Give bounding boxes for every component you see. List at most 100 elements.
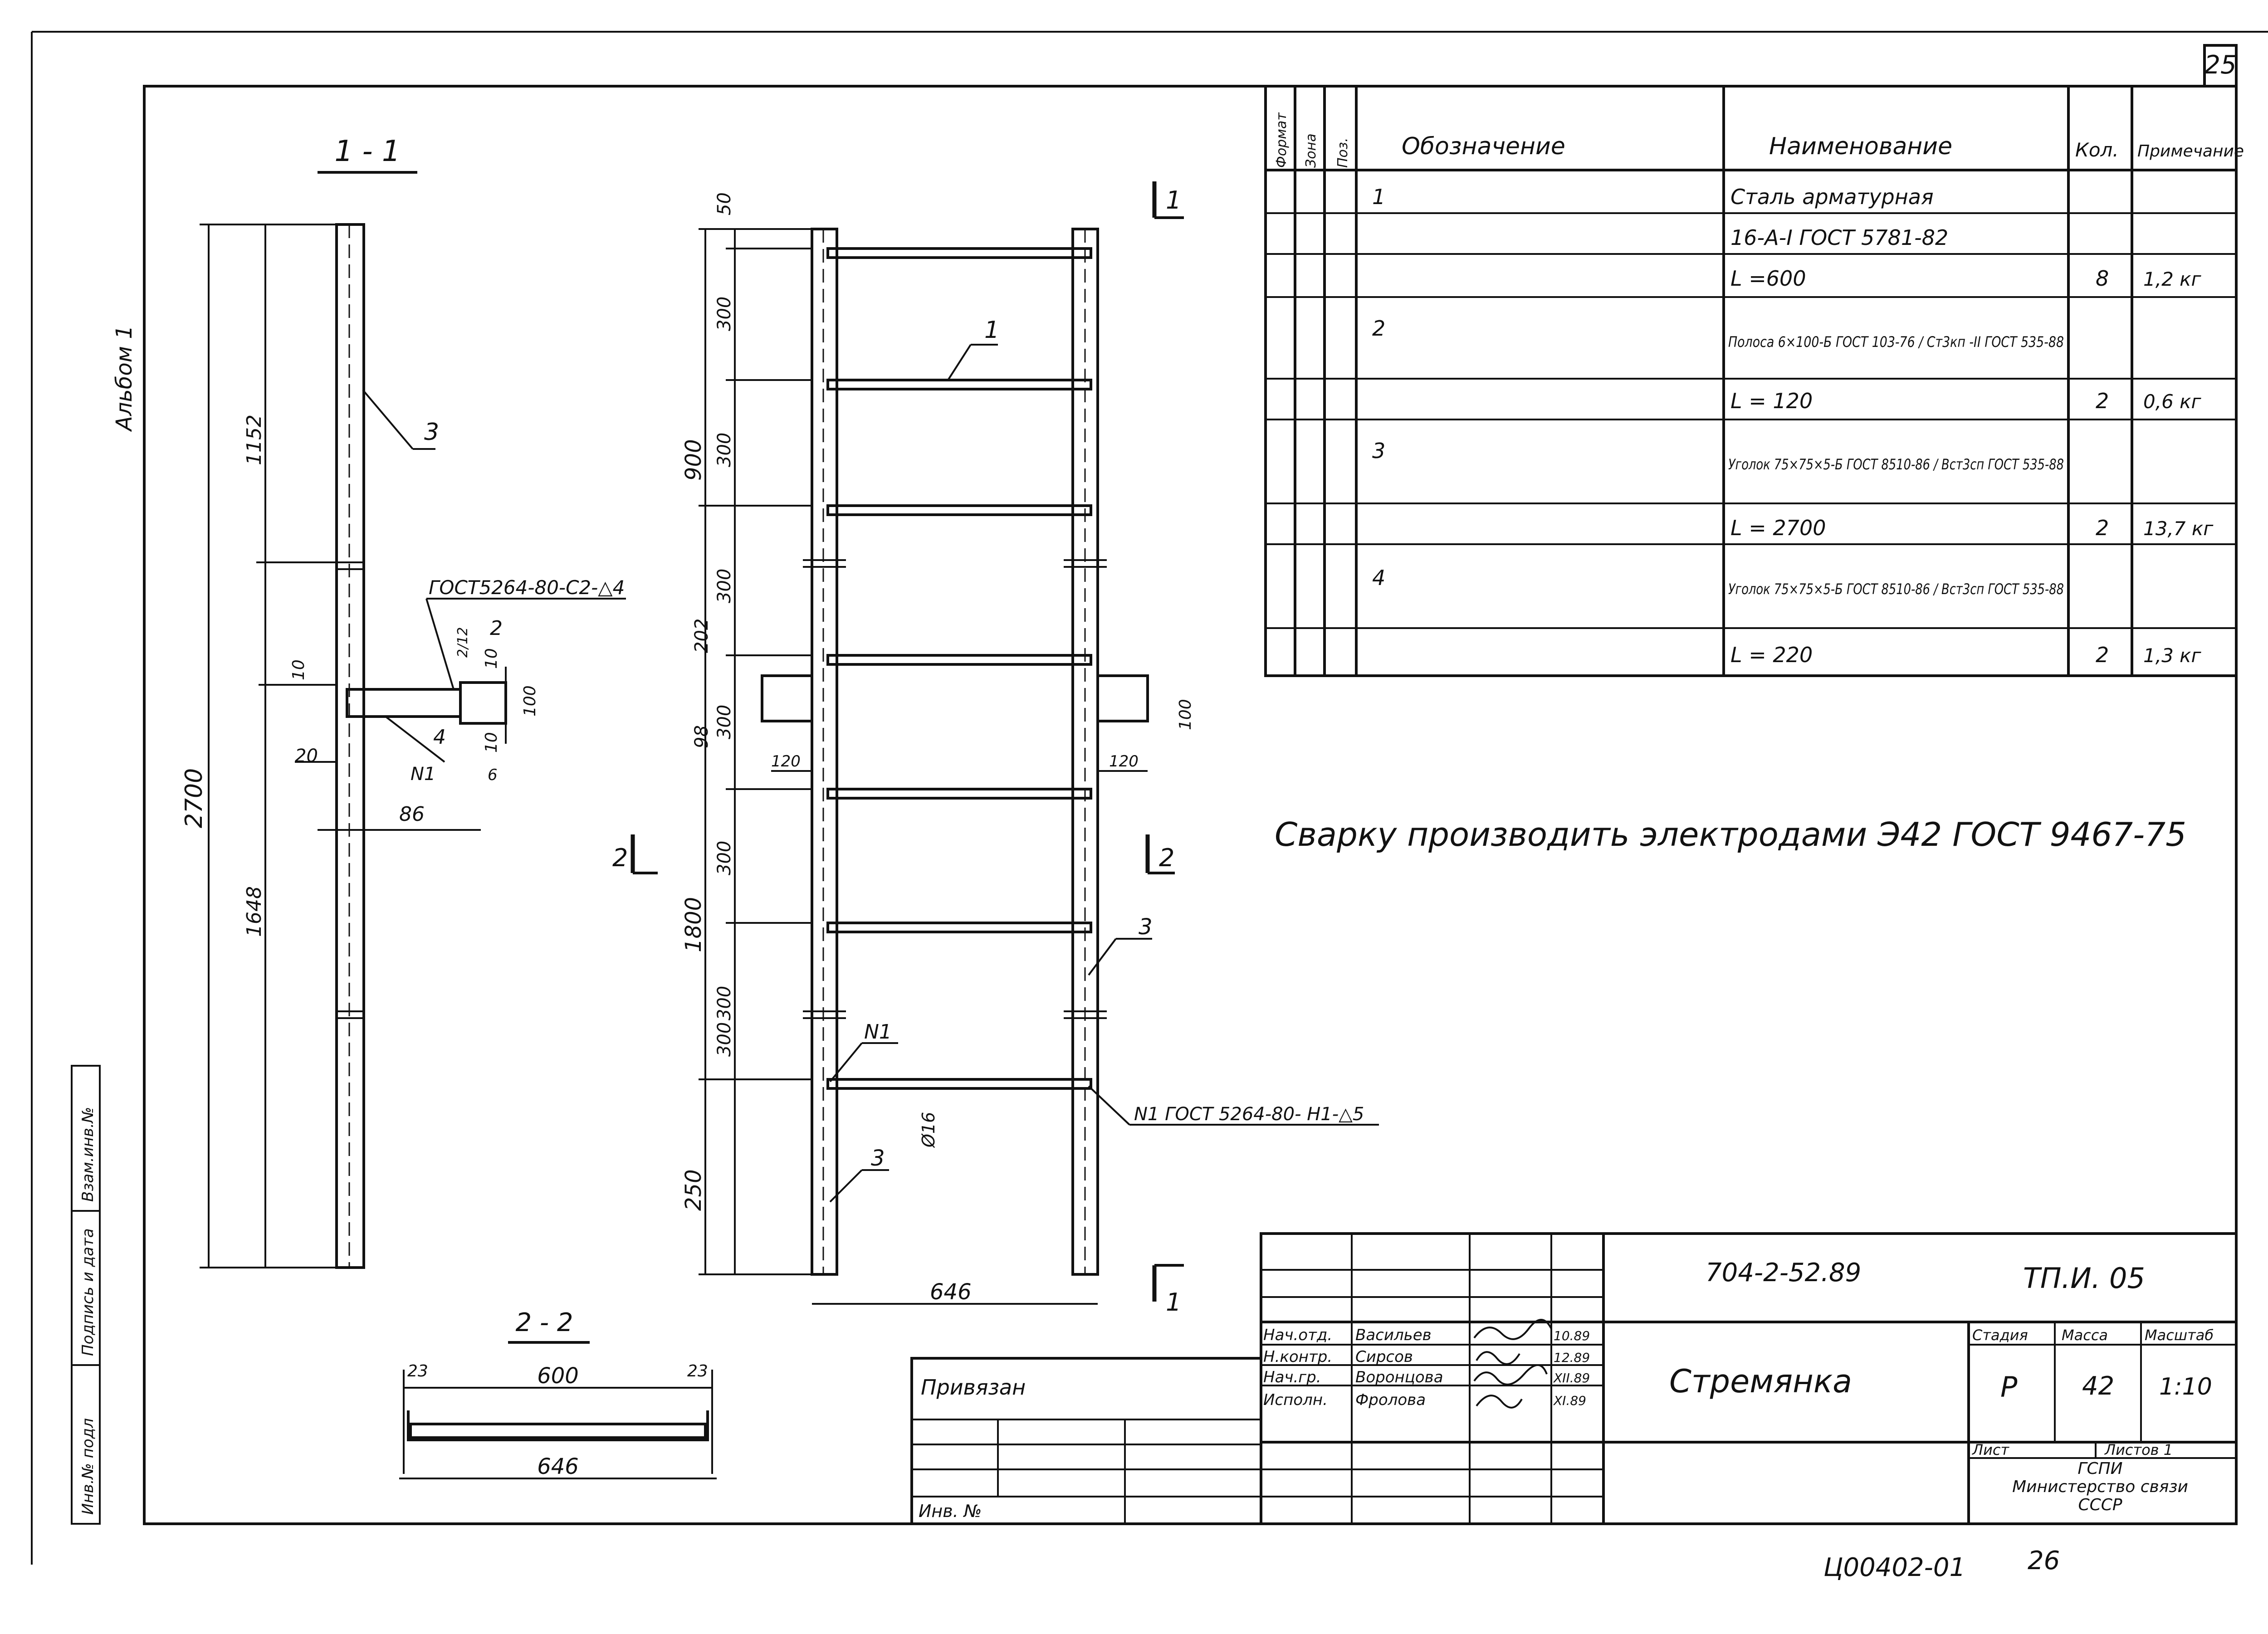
spec-name-8: Уголок 75×75×5-Б ГОСТ 8510-86 / Вст3сп Г…	[1728, 580, 2064, 598]
spec-pos-4: 2	[1372, 316, 1385, 341]
dim-900: 900	[681, 439, 706, 481]
inv-original-label: Инв.№ подл	[79, 1418, 97, 1515]
product-name: Стремянка	[1669, 1363, 1852, 1400]
dim-50: 50	[714, 192, 735, 215]
inv-number-label: Инв. №	[919, 1501, 982, 1521]
section-1-1-title: 1 - 1	[334, 135, 400, 168]
pos-3-label: 3	[424, 419, 439, 446]
sheet-number: 25	[2204, 50, 2236, 80]
dim-20: 20	[295, 746, 318, 766]
person-role-3: Нач.гр.	[1263, 1368, 1321, 1386]
signature-row: Нач.отд. Васильев 10.89	[1263, 1319, 1590, 1344]
person-name-1: Васильев	[1355, 1326, 1432, 1344]
spec-row: 2 Полоса 6×100-Б ГОСТ 103-76 / Ст3кп -II…	[1372, 316, 2064, 351]
dim-98: 98	[691, 725, 712, 748]
cut-2-right: 2	[1159, 844, 1174, 872]
signature-row: Исполн. Фролова XI.89	[1263, 1391, 1586, 1409]
signature-4	[1476, 1395, 1523, 1409]
binding-label: Привязан	[921, 1375, 1026, 1400]
scale-label: Масштаб	[2145, 1327, 2214, 1344]
sheets-label: Листов 1	[2104, 1441, 2173, 1458]
elevation-view	[631, 181, 1379, 1305]
spec-qty-9: 2	[2096, 643, 2109, 667]
pos-1-label: 1	[984, 317, 999, 344]
n1-label-elev: N1	[864, 1020, 892, 1044]
dim-1152: 1152	[243, 415, 266, 465]
signature-1	[1473, 1319, 1552, 1340]
doc-code: 704-2-52.89	[1706, 1258, 1861, 1288]
person-date-4: XI.89	[1553, 1393, 1586, 1408]
section-1-1: 1 - 1	[200, 135, 626, 1269]
pos-2-label: 2	[490, 617, 503, 640]
dim-6: 6	[488, 766, 498, 784]
person-role-2: Н.контр.	[1263, 1348, 1332, 1366]
dim-300-d: 300	[714, 705, 735, 739]
spec-pos-8: 4	[1372, 566, 1385, 590]
sign-date-label: Подпись и дата	[79, 1228, 97, 1356]
album-label: Альбом 1	[112, 325, 137, 432]
spec-row: 4 Уголок 75×75×5-Б ГОСТ 8510-86 / Вст3сп…	[1372, 566, 2064, 598]
spec-note-3: 1,2 кг	[2143, 268, 2202, 290]
dim-2-12: 2/12	[455, 627, 471, 658]
dim-10-left: 10	[289, 659, 308, 680]
cut-1-bottom: 1	[1166, 1288, 1181, 1317]
dim-646-sec: 646	[537, 1454, 579, 1479]
signature-3	[1473, 1364, 1548, 1385]
stage-value: Р	[2000, 1371, 2018, 1404]
weld-note-1-1: ГОСТ5264-80-С2-△4	[429, 576, 625, 599]
pos-3-label-a: 3	[1139, 914, 1153, 940]
spec-row: L = 2700 2 13,7 кг	[1730, 516, 2214, 540]
dim-10-top: 10	[482, 648, 501, 669]
spec-name-1: Сталь арматурная	[1730, 185, 1934, 209]
spec-name-3: L =600	[1730, 266, 1806, 291]
dim-300-a: 300	[714, 297, 735, 331]
dim-120-left: 120	[771, 752, 801, 771]
spec-note-5: 0,6 кг	[2143, 390, 2202, 413]
sheet-frame	[31, 31, 2268, 1565]
replace-inv-label: Взам.инв.№	[79, 1107, 97, 1202]
spec-row: L =600 8 1,2 кг	[1730, 266, 2202, 291]
spec-header-format: Формат	[1274, 112, 1290, 168]
spec-name-5: L = 120	[1730, 389, 1813, 413]
signature-2	[1476, 1351, 1520, 1365]
signature-row: Нач.гр. Воронцова XII.89	[1263, 1364, 1590, 1386]
dim-300-g: 300	[714, 1022, 735, 1057]
spec-qty-5: 2	[2096, 389, 2109, 413]
org-line-3: СССР	[2078, 1496, 2122, 1514]
dim-646-elev: 646	[930, 1279, 972, 1305]
spec-note-9: 1,3 кг	[2143, 644, 2202, 667]
dim-10-bottom: 10	[482, 732, 501, 753]
cut-2-left: 2	[612, 844, 628, 872]
dim-total-2700: 2700	[181, 768, 208, 828]
dim-250: 250	[681, 1169, 706, 1211]
spec-qty-7: 2	[2096, 516, 2109, 540]
spec-row: L = 220 2 1,3 кг	[1730, 643, 2202, 667]
dim-202: 202	[691, 619, 712, 653]
section-2-2-title: 2 - 2	[515, 1308, 573, 1337]
spec-header-qty: Кол.	[2075, 139, 2119, 161]
person-date-3: XII.89	[1553, 1371, 1590, 1385]
sheet-label: Лист	[1972, 1441, 2009, 1458]
cut-1-top: 1	[1166, 186, 1181, 215]
weld-note-elev: N1 ГОСТ 5264-80- Н1-△5	[1134, 1104, 1364, 1125]
n1-label: N1	[411, 764, 435, 785]
dim-23-right: 23	[687, 1362, 708, 1380]
person-name-3: Воронцова	[1355, 1368, 1443, 1386]
scale-value: 1:10	[2159, 1373, 2212, 1400]
spec-qty-3: 8	[2096, 266, 2109, 291]
welding-note: Сварку производить электродами Э42 ГОСТ …	[1275, 815, 2186, 854]
spec-header-designation: Обозначение	[1402, 133, 1565, 160]
spec-note-7: 13,7 кг	[2143, 517, 2214, 540]
dim-300-f: 300	[714, 986, 735, 1020]
org-line-1: ГСПИ	[2077, 1459, 2122, 1478]
signature-row: Н.контр. Сирсов 12.89	[1263, 1348, 1590, 1366]
mass-label: Масса	[2062, 1327, 2108, 1344]
person-role-1: Нач.отд.	[1263, 1326, 1332, 1344]
spec-row: 3 Уголок 75×75×5-Б ГОСТ 8510-86 / Вст3сп…	[1372, 439, 2064, 473]
mass-value: 42	[2082, 1371, 2114, 1401]
spec-name-6: Уголок 75×75×5-Б ГОСТ 8510-86 / Вст3сп Г…	[1728, 456, 2064, 473]
spec-name-2: 16-А-I ГОСТ 5781-82	[1730, 225, 1948, 250]
stage-label: Стадия	[1972, 1327, 2028, 1344]
person-date-2: 12.89	[1554, 1350, 1590, 1365]
person-role-4: Исполн.	[1263, 1391, 1328, 1409]
